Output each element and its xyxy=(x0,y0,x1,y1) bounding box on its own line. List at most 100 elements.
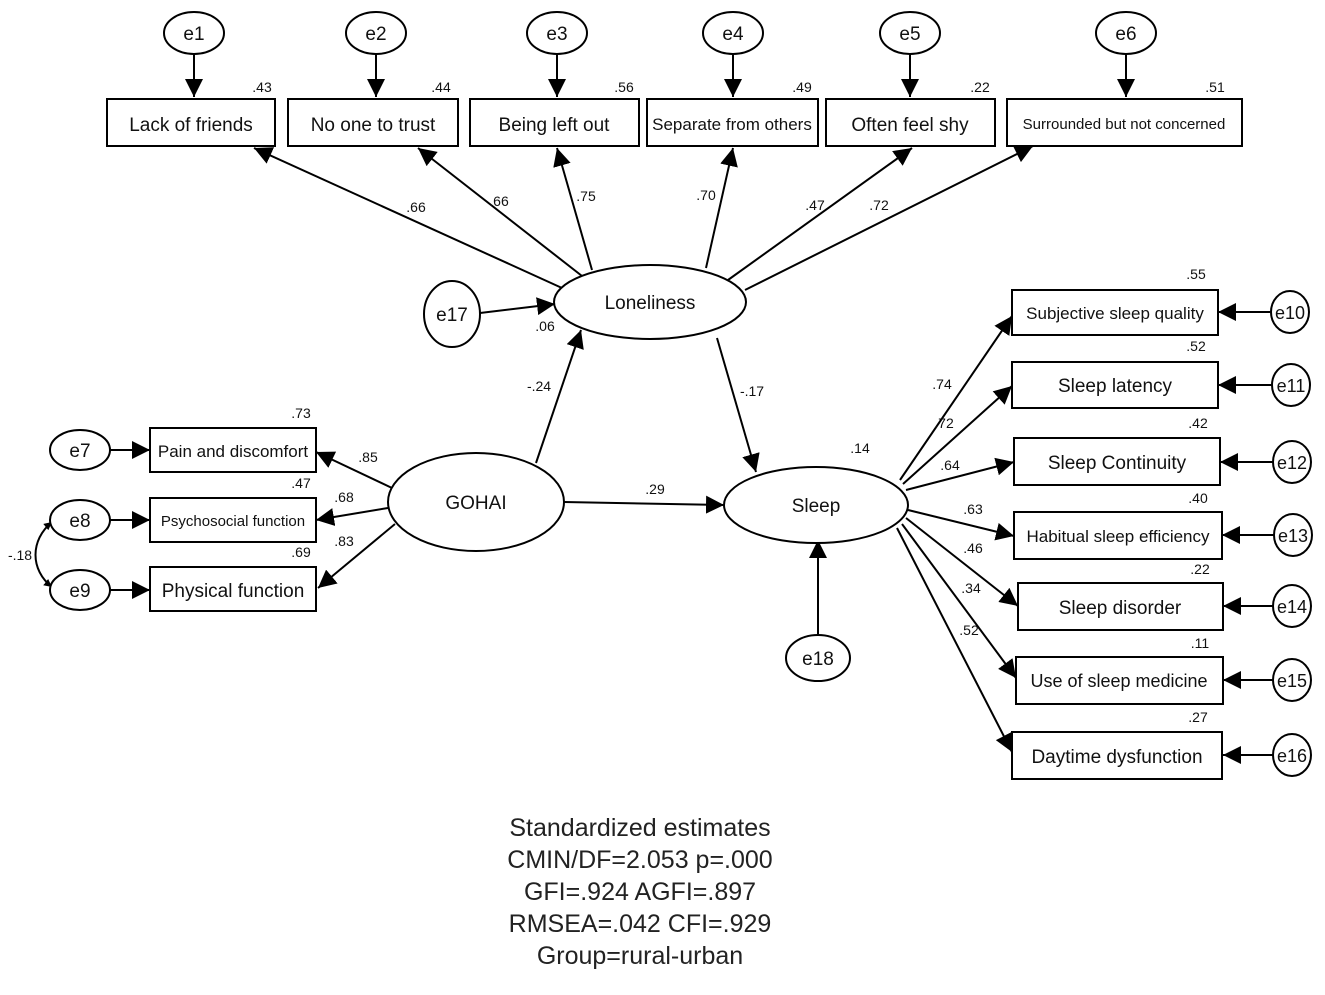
fit-line-rmsea: RMSEA=.042 CFI=.929 xyxy=(508,910,772,938)
loading-arrow-pain xyxy=(315,451,393,489)
indicator-label-pain: Pain and discomfort xyxy=(158,442,309,461)
error-node-e6 xyxy=(1095,11,1157,55)
error-label-e7: e7 xyxy=(69,441,90,462)
loading-value-no-one-to-trust: .66 xyxy=(489,193,509,209)
loading-value-efficiency: .63 xyxy=(963,501,983,517)
error-node-e8 xyxy=(49,499,111,541)
loading-arrow-daytime xyxy=(896,527,1013,753)
indicator-label-efficiency: Habitual sleep efficiency xyxy=(1026,527,1210,546)
error-label-e2: e2 xyxy=(365,24,386,45)
fit-line-gfi: GFI=.924 AGFI=.897 xyxy=(523,878,757,906)
r2-disorder: .22 xyxy=(1190,561,1210,577)
r2-no-one-to-trust: .44 xyxy=(431,79,451,95)
latent-sleep xyxy=(723,466,909,544)
fit-line-group: Group=rural-urban xyxy=(536,942,744,970)
indicator-box-pain xyxy=(149,427,317,473)
sleep-indicators: Subjective sleep quality .55 Sleep laten… xyxy=(932,266,1313,780)
path-value-gohai-loneliness: -.24 xyxy=(527,378,551,394)
error-node-e2 xyxy=(345,11,407,55)
indicator-box-often-feel-shy xyxy=(825,98,996,147)
latent-label-loneliness: Loneliness xyxy=(605,293,696,314)
r2-efficiency: .40 xyxy=(1188,490,1208,506)
indicator-box-continuity xyxy=(1013,437,1221,486)
error-node-e13 xyxy=(1273,513,1313,557)
indicator-label-being-left-out: Being left out xyxy=(499,115,611,136)
loading-arrow-often-feel-shy xyxy=(727,147,913,281)
error-node-e16 xyxy=(1272,733,1312,777)
loading-arrow-subjective xyxy=(899,315,1013,481)
error-label-e12: e12 xyxy=(1277,453,1307,473)
loading-arrow-disorder xyxy=(905,517,1019,607)
loading-value-being-left-out: .75 xyxy=(576,188,596,204)
error-label-e6: e6 xyxy=(1115,24,1136,45)
r2-continuity: .42 xyxy=(1188,415,1208,431)
indicator-label-medicine: Use of sleep medicine xyxy=(1030,671,1207,691)
r2-daytime: .27 xyxy=(1188,709,1208,725)
error-label-e4: e4 xyxy=(722,24,744,45)
indicator-label-often-feel-shy: Often feel shy xyxy=(851,115,969,136)
r2-latency: .52 xyxy=(1186,338,1206,354)
indicator-box-lack-of-friends xyxy=(106,98,276,147)
r2-loneliness: .06 xyxy=(535,318,555,334)
loneliness-indicators: Lack of friends .43 No one to trust .44 … xyxy=(106,79,1243,147)
indicator-box-being-left-out xyxy=(469,98,640,147)
fit-statistics: Standardized estimates CMIN/DF=2.053 p=.… xyxy=(440,812,840,972)
loading-value-separate-from-others: .70 xyxy=(696,187,716,203)
loading-arrow-efficiency xyxy=(907,509,1015,541)
loading-arrow-psychosocial xyxy=(315,507,389,526)
error-label-e1: e1 xyxy=(183,24,204,45)
covariance-value-e8-e9: -.18 xyxy=(8,547,32,563)
loading-arrow-surrounded xyxy=(744,145,1034,291)
error-node-e4 xyxy=(702,11,764,55)
loading-arrow-being-left-out xyxy=(553,147,593,271)
error-label-e5: e5 xyxy=(899,24,920,45)
error-label-e14: e14 xyxy=(1277,597,1307,617)
error-label-e3: e3 xyxy=(546,24,567,45)
covariance-e8-e9 xyxy=(34,521,53,588)
loading-value-physical: .83 xyxy=(334,533,354,549)
indicator-box-psychosocial xyxy=(149,497,317,543)
loading-value-psychosocial: .68 xyxy=(334,489,354,505)
error-label-e18: e18 xyxy=(802,649,834,670)
fit-line-title: Standardized estimates xyxy=(509,814,771,842)
indicator-box-no-one-to-trust xyxy=(287,98,459,147)
top-error-terms: e1 e2 e3 e4 e5 e6 xyxy=(163,11,1157,55)
error-node-e1 xyxy=(163,11,225,55)
r2-pain: .73 xyxy=(291,405,311,421)
indicator-box-surrounded xyxy=(1006,98,1243,147)
error-arrow-e17 xyxy=(479,297,556,316)
path-gohai-sleep xyxy=(563,495,725,514)
edges xyxy=(34,54,1274,764)
indicator-label-latency: Sleep latency xyxy=(1058,376,1173,397)
latent-label-sleep: Sleep xyxy=(792,496,841,517)
loading-value-pain: .85 xyxy=(358,449,378,465)
latent-variables: Loneliness .06 GOHAI Sleep .14 e17 e18 xyxy=(387,264,909,682)
latent-gohai xyxy=(387,452,565,552)
latent-label-gohai: GOHAI xyxy=(445,493,506,514)
error-node-e17 xyxy=(423,280,481,348)
error-node-e14 xyxy=(1272,584,1312,628)
indicator-box-medicine xyxy=(1015,656,1224,705)
error-label-e8: e8 xyxy=(69,511,90,532)
error-node-e7 xyxy=(49,429,111,471)
error-label-e11: e11 xyxy=(1277,376,1306,396)
r2-often-feel-shy: .22 xyxy=(970,79,990,95)
error-node-e11 xyxy=(1271,363,1311,407)
r2-surrounded: .51 xyxy=(1205,79,1225,95)
loading-value-often-feel-shy: .47 xyxy=(805,197,825,213)
loading-value-disorder: .46 xyxy=(963,540,983,556)
error-node-e18 xyxy=(785,634,851,682)
indicator-label-no-one-to-trust: No one to trust xyxy=(311,115,436,136)
error-node-e10 xyxy=(1270,290,1310,334)
indicator-box-disorder xyxy=(1017,582,1224,631)
loading-value-surrounded: .72 xyxy=(869,197,889,213)
loading-value-continuity: .64 xyxy=(940,457,960,473)
error-label-e10: e10 xyxy=(1275,303,1305,323)
error-node-e15 xyxy=(1272,658,1312,702)
loading-value-lack-of-friends: .66 xyxy=(406,199,426,215)
loading-value-subjective: .74 xyxy=(932,376,952,392)
indicator-box-daytime xyxy=(1011,731,1223,780)
error-label-e15: e15 xyxy=(1277,671,1307,691)
structural-paths: -.24 -.17 .29 xyxy=(527,378,764,497)
